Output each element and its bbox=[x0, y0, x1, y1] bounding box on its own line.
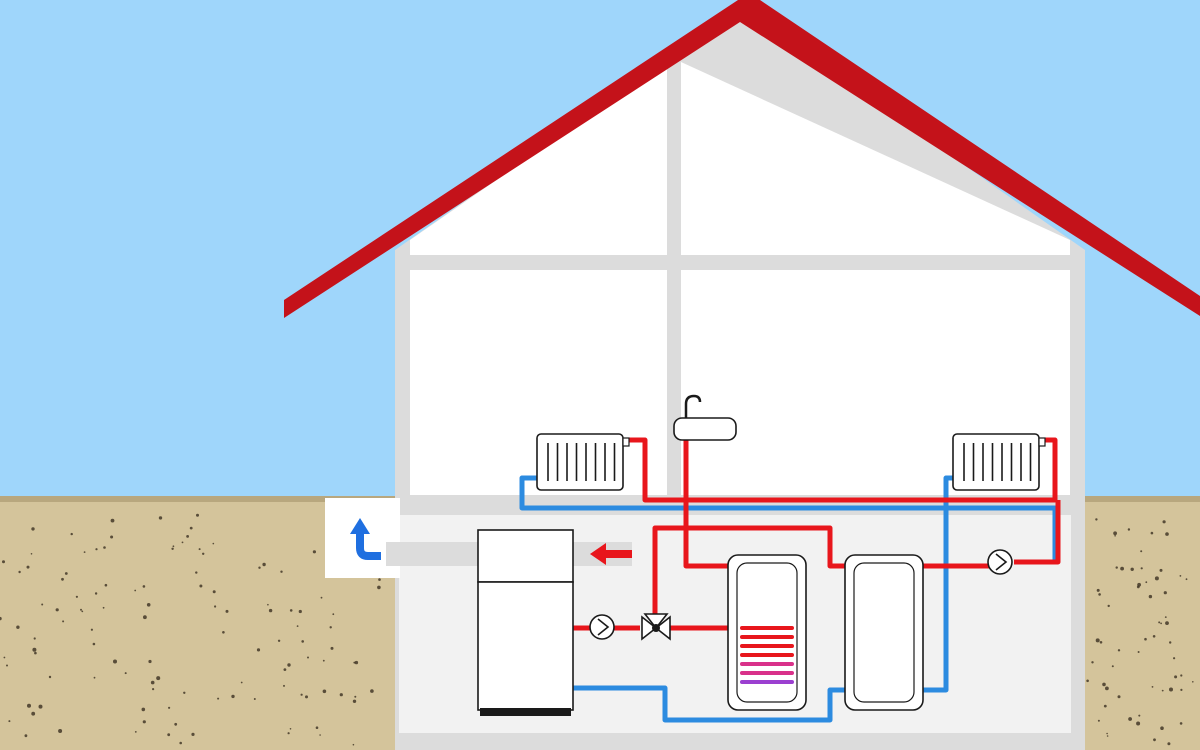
coil-loop bbox=[740, 644, 794, 648]
circulation-pump-right-icon bbox=[987, 549, 1013, 575]
hot-water-tank-icon bbox=[727, 554, 807, 711]
radiator-left-icon bbox=[536, 433, 630, 491]
hot-pipes bbox=[572, 437, 1061, 631]
coil-loop bbox=[740, 635, 794, 639]
coil-loop bbox=[740, 626, 794, 630]
three-way-valve-icon bbox=[641, 613, 671, 641]
air-exhaust-arrow-icon bbox=[350, 518, 381, 560]
sink-tap-icon bbox=[673, 394, 737, 441]
air-duct bbox=[386, 542, 486, 566]
radiator-right-icon bbox=[952, 433, 1046, 491]
buffer-tank-icon bbox=[844, 554, 924, 711]
coil-loop bbox=[740, 662, 794, 666]
coil-loop bbox=[740, 671, 794, 675]
coil-loop bbox=[740, 653, 794, 657]
coil-loop bbox=[740, 680, 794, 684]
heat-pump-unit-icon bbox=[477, 529, 574, 716]
air-intake-arrow-icon bbox=[590, 543, 632, 565]
attic-room-right bbox=[681, 62, 1070, 255]
circulation-pump-left-icon bbox=[589, 614, 615, 640]
